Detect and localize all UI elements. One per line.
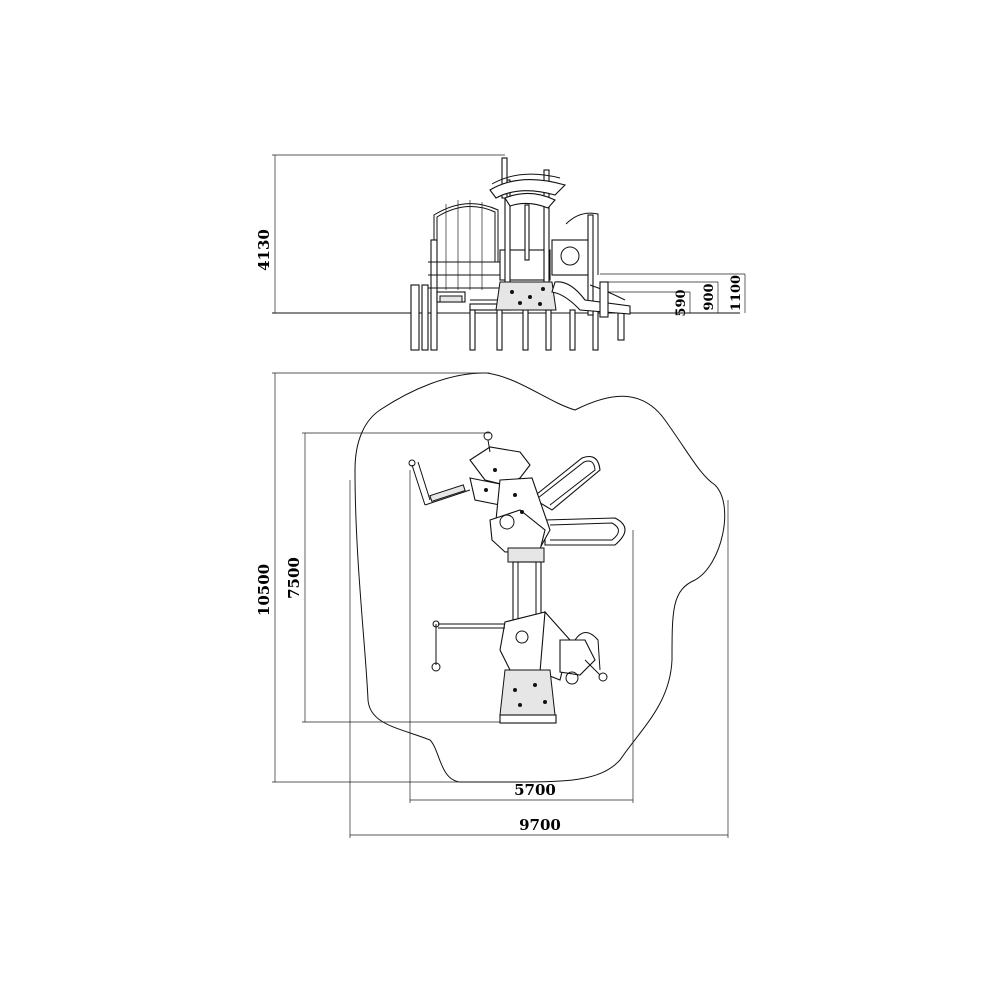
dimension-platform-heights: 590 900 1100	[600, 273, 746, 317]
safety-zone-outline	[354, 372, 726, 783]
elevation-view: 4130 590 900 1100	[255, 154, 746, 351]
dimension-equipment-width: 5700	[409, 470, 634, 803]
dimension-label-safety-zone-height: 10500	[255, 564, 273, 616]
dimension-label-900: 900	[702, 283, 717, 310]
dimension-safety-zone-width: 9700	[349, 480, 729, 838]
dimension-equipment-height: 7500	[285, 432, 500, 723]
plan-view: 10500 7500 5700 9700	[255, 372, 729, 838]
dimension-label-total-height: 4130	[255, 229, 273, 271]
dimension-total-height: 4130	[255, 154, 505, 313]
dimension-safety-zone-height: 10500	[255, 372, 490, 783]
dimension-label-safety-zone-width: 9700	[519, 816, 561, 834]
dimension-label-590: 590	[674, 289, 689, 316]
dimension-label-equipment-width: 5700	[514, 781, 556, 799]
dimension-label-equipment-height: 7500	[285, 557, 303, 599]
plan-structure	[408, 431, 626, 724]
dimension-label-1100: 1100	[729, 275, 744, 311]
elevation-structure	[410, 157, 631, 351]
